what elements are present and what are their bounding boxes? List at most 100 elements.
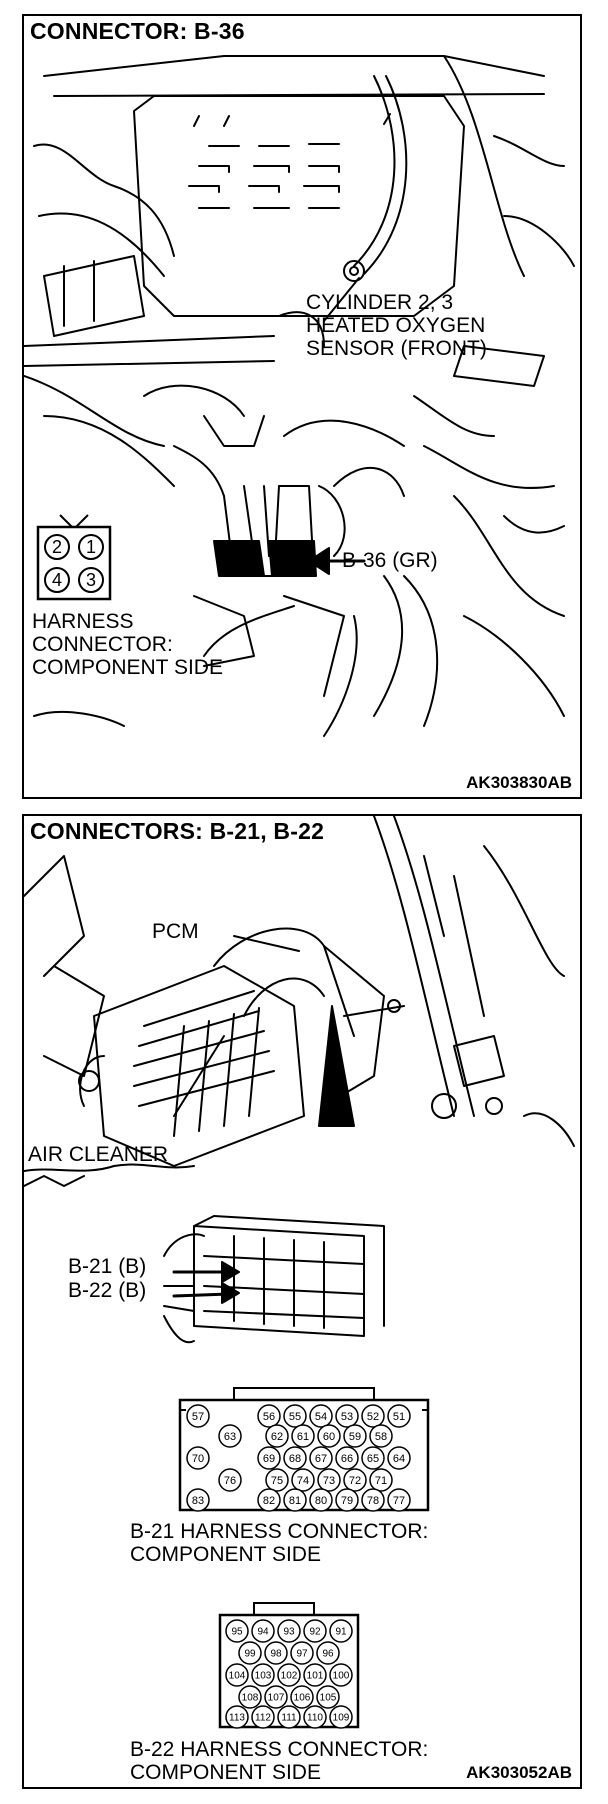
pin-hole bbox=[283, 1446, 307, 1470]
pin-hole bbox=[186, 1446, 210, 1470]
pin-label: 70 bbox=[192, 1453, 204, 1465]
pin-hole bbox=[186, 1488, 210, 1512]
pin-hole bbox=[303, 1619, 327, 1643]
pin-hole bbox=[283, 1488, 307, 1512]
pin-hole bbox=[251, 1705, 275, 1729]
pin-label: 72 bbox=[349, 1475, 361, 1487]
pin-label: 1 bbox=[86, 537, 96, 557]
b22-label: B-22 (B) bbox=[68, 1279, 147, 1302]
pin-label: 102 bbox=[281, 1671, 298, 1682]
pin-label: 74 bbox=[297, 1475, 309, 1487]
pin-label: 64 bbox=[393, 1453, 405, 1465]
pin-label: 62 bbox=[271, 1431, 283, 1443]
pin-label: 59 bbox=[349, 1431, 361, 1443]
pin-hole bbox=[309, 1404, 333, 1428]
pin-hole bbox=[265, 1468, 289, 1492]
pin-hole bbox=[361, 1488, 385, 1512]
pin-label: 105 bbox=[320, 1693, 337, 1704]
pin-label: 103 bbox=[255, 1671, 272, 1682]
pin-label: 109 bbox=[333, 1713, 350, 1724]
pin-hole bbox=[265, 1424, 289, 1448]
pin-hole bbox=[291, 1424, 315, 1448]
pin-label: 67 bbox=[315, 1453, 327, 1465]
pin-hole bbox=[343, 1468, 367, 1492]
pin-hole bbox=[264, 1685, 288, 1709]
b21-label: B-21 (B) bbox=[68, 1255, 147, 1278]
pin-hole bbox=[283, 1404, 307, 1428]
pin-hole bbox=[387, 1404, 411, 1428]
pin-label: 108 bbox=[242, 1693, 259, 1704]
pin-label: 66 bbox=[341, 1453, 353, 1465]
pin-hole bbox=[225, 1705, 249, 1729]
pin-label: 97 bbox=[296, 1649, 308, 1660]
pin-hole bbox=[343, 1424, 367, 1448]
pin-hole bbox=[290, 1685, 314, 1709]
pin-hole bbox=[218, 1424, 242, 1448]
pin-hole bbox=[317, 1424, 341, 1448]
pin-label: 2 bbox=[52, 537, 62, 557]
pin-hole bbox=[317, 1468, 341, 1492]
pin-label: 101 bbox=[307, 1671, 324, 1682]
pin-label: 53 bbox=[341, 1411, 353, 1423]
pin-label: 96 bbox=[322, 1649, 334, 1660]
pin-hole bbox=[309, 1488, 333, 1512]
panel-title: CONNECTOR: B-36 bbox=[30, 18, 245, 44]
pin-hole bbox=[290, 1641, 314, 1665]
pin-label: 73 bbox=[323, 1475, 335, 1487]
pin-hole bbox=[316, 1685, 340, 1709]
pin-label: 82 bbox=[263, 1495, 275, 1507]
pin-label: 83 bbox=[192, 1495, 204, 1507]
pin-hole bbox=[257, 1446, 281, 1470]
pin-label: 99 bbox=[244, 1649, 256, 1660]
pin-label: 68 bbox=[289, 1453, 301, 1465]
pin-label: 93 bbox=[283, 1627, 295, 1638]
pin-label: 4 bbox=[52, 570, 62, 590]
pin-label: 91 bbox=[335, 1627, 347, 1638]
pin-label: 63 bbox=[224, 1431, 236, 1443]
b21-caption: B-21 HARNESS CONNECTOR: COMPONENT SIDE bbox=[130, 1520, 429, 1566]
pin-hole bbox=[329, 1619, 353, 1643]
pin-label: 60 bbox=[323, 1431, 335, 1443]
pin-hole bbox=[335, 1446, 359, 1470]
b22-caption: B-22 HARNESS CONNECTOR: COMPONENT SIDE bbox=[130, 1738, 429, 1784]
harness-connector-label: HARNESS CONNECTOR: COMPONENT SIDE bbox=[32, 610, 223, 679]
pin-label: 98 bbox=[270, 1649, 282, 1660]
pin-hole bbox=[277, 1705, 301, 1729]
pin-label: 106 bbox=[294, 1693, 311, 1704]
connectors-b21-b22-panel: CONNECTORS: B-21, B-22 PCM AIR CLEANER B… bbox=[22, 814, 582, 1789]
pin-hole bbox=[257, 1488, 281, 1512]
pin-label: 52 bbox=[367, 1411, 379, 1423]
pin-label: 113 bbox=[229, 1713, 245, 1724]
pin-label: 77 bbox=[393, 1495, 405, 1507]
pin-hole bbox=[303, 1705, 327, 1729]
pin-hole bbox=[277, 1619, 301, 1643]
pin-hole bbox=[218, 1468, 242, 1492]
pin-label: 3 bbox=[86, 570, 96, 590]
pin-hole bbox=[291, 1468, 315, 1492]
pin-label: 95 bbox=[231, 1627, 243, 1638]
pin-label: 76 bbox=[224, 1475, 236, 1487]
pin-hole bbox=[238, 1685, 262, 1709]
pin-hole bbox=[264, 1641, 288, 1665]
pin-hole bbox=[251, 1663, 275, 1687]
pin-label: 100 bbox=[333, 1671, 350, 1682]
pin-hole bbox=[316, 1641, 340, 1665]
pin-hole bbox=[361, 1404, 385, 1428]
pin-label: 112 bbox=[255, 1713, 271, 1724]
pin-label: 107 bbox=[268, 1693, 285, 1704]
pin-label: 57 bbox=[192, 1411, 204, 1423]
engine-bay-illustration bbox=[24, 55, 575, 737]
pin-label: 75 bbox=[271, 1475, 283, 1487]
pin-label: 61 bbox=[297, 1431, 309, 1443]
pin-label: 54 bbox=[315, 1411, 327, 1423]
pin-hole bbox=[369, 1424, 393, 1448]
pin-label: 55 bbox=[289, 1411, 301, 1423]
pin-hole bbox=[335, 1404, 359, 1428]
pin-hole bbox=[238, 1641, 262, 1665]
pin-hole bbox=[186, 1404, 210, 1428]
illustration-code: AK303830AB bbox=[466, 773, 572, 792]
pin-hole bbox=[309, 1446, 333, 1470]
pin-hole bbox=[335, 1488, 359, 1512]
sensor-label: CYLINDER 2, 3 HEATED OXYGEN SENSOR (FRON… bbox=[306, 291, 487, 360]
